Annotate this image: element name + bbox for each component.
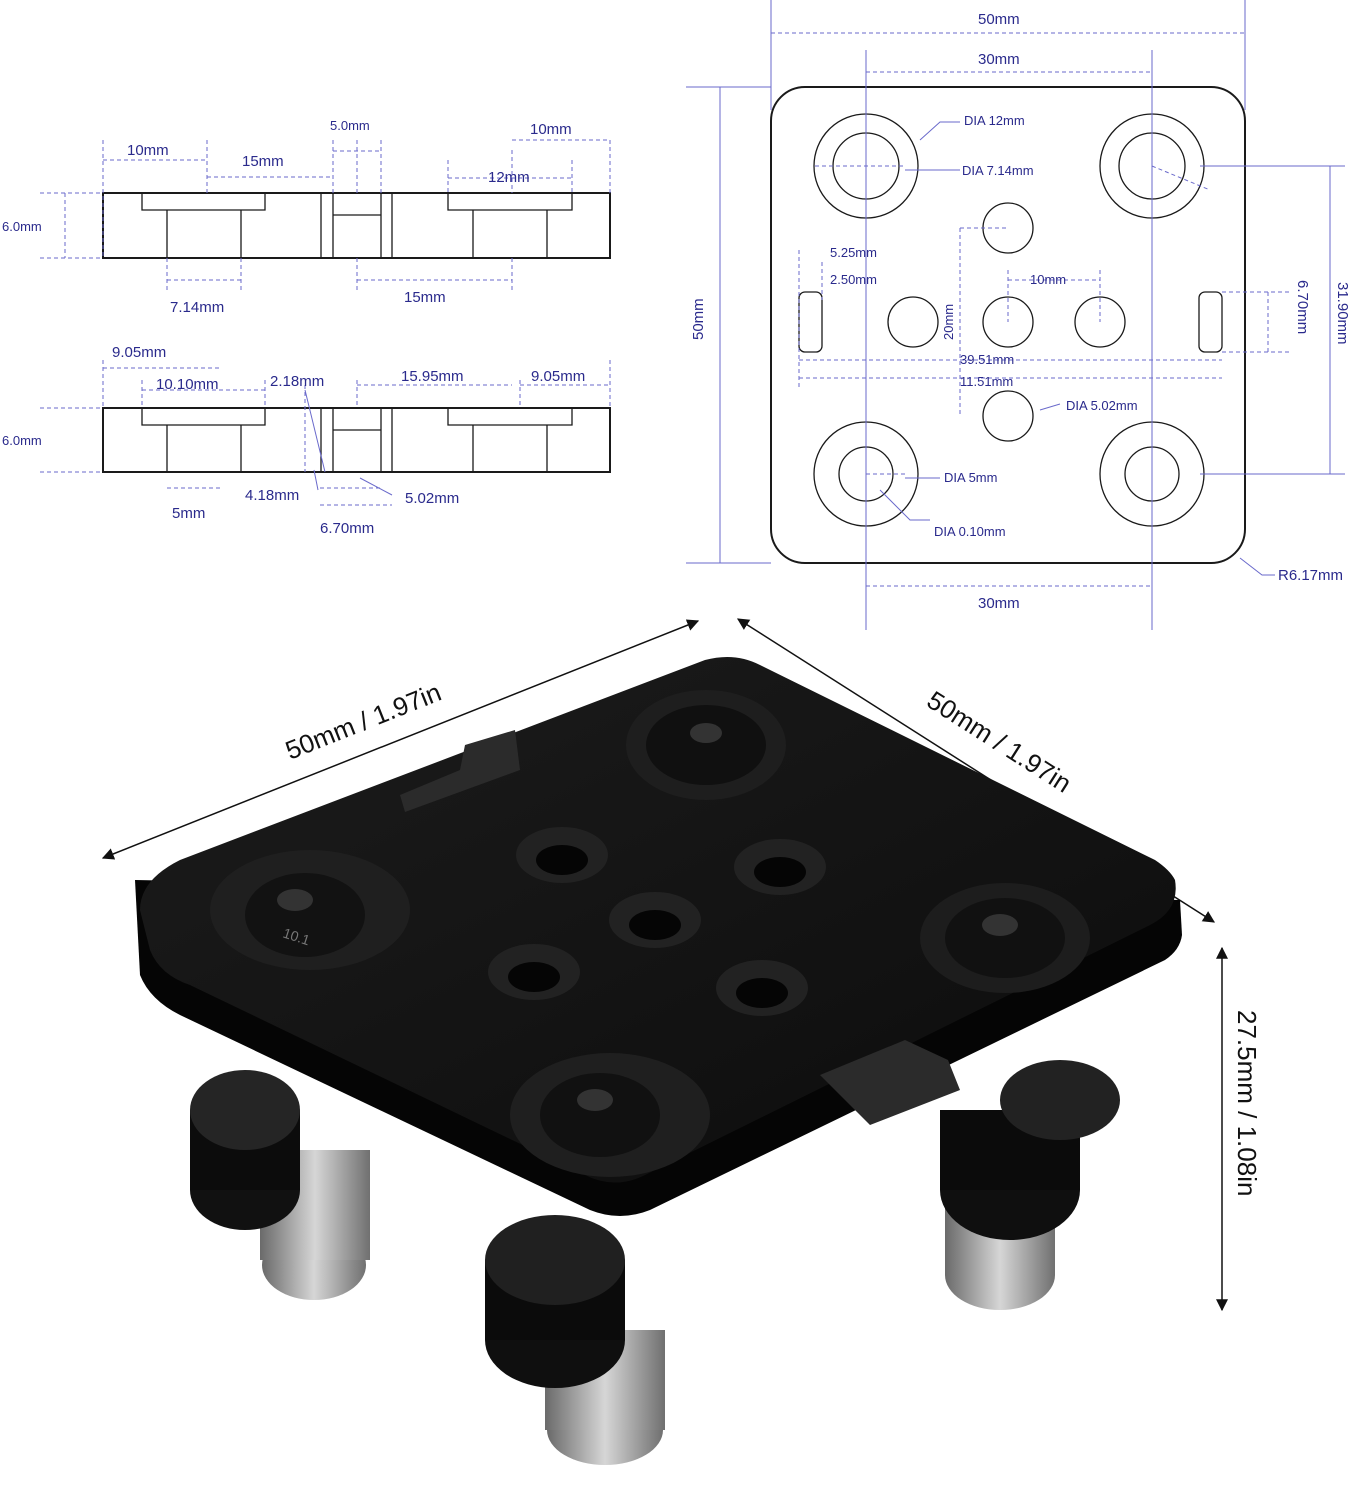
label-corner-radius: R6.17mm <box>1278 567 1343 584</box>
label-dia-tiny: DIA 0.10mm <box>934 524 1006 539</box>
bolt-right <box>920 883 1090 993</box>
label-counterbore-b: 10.10mm <box>156 376 219 393</box>
wheel-left <box>190 1070 370 1300</box>
side-view-bottom-leaders <box>304 389 393 496</box>
side-view-bottom: 9.05mm 10.10mm 2.18mm 15.95mm 9.05mm 6.0… <box>2 344 611 537</box>
side-view-bottom-body <box>102 407 611 473</box>
side-view-bottom-slot <box>320 408 393 472</box>
top-view-plate <box>770 86 1246 564</box>
label-right-edge: 10mm <box>530 121 572 138</box>
width-arrow <box>101 619 700 860</box>
side-view-top-counterbore-left <box>141 193 266 211</box>
label-slot-span-outer: 11.51mm <box>960 374 1013 389</box>
wheel-front <box>485 1215 665 1465</box>
label-hole-spacing-bottom: 30mm <box>978 595 1020 612</box>
label-overall-width: 50mm <box>978 11 1020 28</box>
product-photo: 50mm / 1.97in 50mm / 1.97in 27.5mm / 1.0… <box>101 618 1262 1465</box>
center-hole-middle <box>982 296 1034 348</box>
label-hole-dia: 7.14mm <box>170 299 224 316</box>
label-slot-offset: 2.18mm <box>270 373 324 390</box>
side-view-top-body <box>102 192 611 259</box>
top-view-dim-lines <box>771 32 1290 587</box>
label-dia-small: DIA 5mm <box>944 470 997 485</box>
side-slot-left <box>798 291 823 353</box>
label-slot-width: 5.0mm <box>330 118 370 133</box>
top-view: 50mm 30mm DIA 12mm DIA 7.14mm 5.25mm 2.5… <box>686 0 1351 630</box>
wheel-right <box>940 1060 1120 1310</box>
label-slot-inner: 4.18mm <box>245 487 299 504</box>
side-view-bottom-counterbore-right <box>447 408 573 426</box>
threaded-holes <box>488 827 826 1016</box>
side-view-top-hole-left <box>166 210 242 258</box>
label-slot-width-b: 6.70mm <box>320 520 374 537</box>
side-view-top-slot <box>320 193 393 258</box>
plate-slot-left <box>400 730 520 812</box>
side-slot-right <box>1198 291 1223 353</box>
side-view-top-dim-lines <box>40 139 610 281</box>
label-overall-height: 50mm <box>690 298 707 340</box>
label-bottom-span: 15mm <box>404 289 446 306</box>
center-hole-bottom <box>982 390 1034 442</box>
side-view-bottom-extension-lines <box>102 360 611 472</box>
label-slot-height: 6.70mm <box>1294 280 1311 334</box>
center-hole-right <box>1074 296 1126 348</box>
side-view-top-extension-lines <box>102 140 611 258</box>
bolt-top <box>626 690 786 800</box>
side-view-bottom-counterbore-left <box>141 408 266 426</box>
label-edge-to-hole: 10mm <box>127 142 169 159</box>
bolt-left: 10.1 <box>210 850 410 970</box>
top-view-leaders <box>879 121 1275 576</box>
label-dia-hole: DIA 7.14mm <box>962 163 1034 178</box>
center-hole-left <box>887 296 939 348</box>
label-slot-dia: 5.02mm <box>405 490 459 507</box>
label-mid-span: 15.95mm <box>401 368 464 385</box>
label-slot-offset-top: 5.25mm <box>830 245 877 260</box>
side-view-bottom-dim-lines <box>40 367 610 506</box>
label-hole-to-slot: 15mm <box>242 153 284 170</box>
label-slot-width-top: 2.50mm <box>830 272 877 287</box>
label-slot-span-inner: 39.51mm <box>960 352 1014 367</box>
label-hole-spacing-top: 30mm <box>978 51 1020 68</box>
label-vertical-spacing: 20mm <box>941 304 956 340</box>
bolt-bottom <box>510 1053 710 1177</box>
label-thickness-b: 6.0mm <box>2 433 42 448</box>
photo-height-label: 27.5mm / 1.08in <box>1232 1010 1262 1196</box>
label-left-edge: 9.05mm <box>112 344 166 361</box>
top-view-extension-lines <box>686 0 1345 630</box>
plate-slot-right <box>820 1040 960 1125</box>
label-center-spacing: 10mm <box>1030 272 1066 287</box>
photo-width-label: 50mm / 1.97in <box>281 677 445 766</box>
label-dia-counterbore: DIA 12mm <box>964 113 1025 128</box>
side-view-bottom-hole-right <box>472 425 548 472</box>
label-thickness: 6.0mm <box>2 219 42 234</box>
label-right-edge-b: 9.05mm <box>531 368 585 385</box>
side-view-top-counterbore-right <box>447 193 573 211</box>
label-hole-dia-b: 5mm <box>172 505 205 522</box>
side-view-top-vertical-guides <box>64 193 513 290</box>
label-vertical-holes: 31.90mm <box>1334 282 1351 345</box>
label-dia-center: DIA 5.02mm <box>1066 398 1138 413</box>
label-counterbore: 12mm <box>488 169 530 186</box>
side-view-bottom-hole-left <box>166 425 242 472</box>
side-view-top: 10mm 15mm 5.0mm 10mm 12mm 6.0mm 7.14mm 1… <box>2 118 611 316</box>
side-view-top-hole-right <box>472 210 548 258</box>
